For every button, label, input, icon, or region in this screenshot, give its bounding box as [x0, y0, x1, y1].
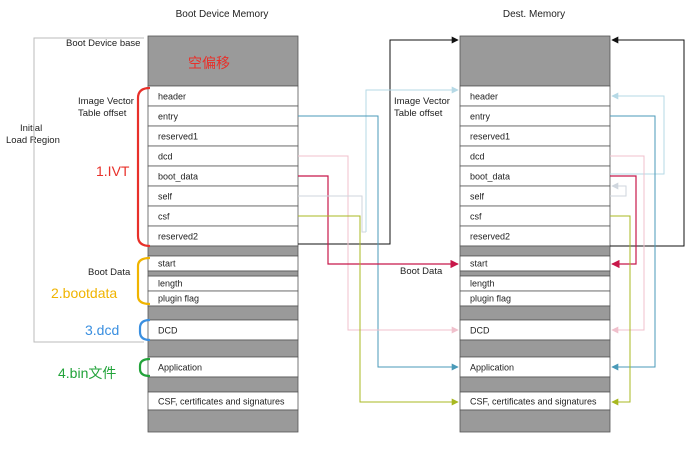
ivt-offset-label-line2: Table offset	[78, 108, 127, 119]
right-text-dcd: dcd	[470, 152, 485, 162]
right-text-header: header	[470, 92, 498, 102]
dcd-annotation: 3.dcd	[85, 322, 119, 338]
arrow-boot-data-left	[298, 175, 459, 269]
right-text-reserved2: reserved2	[470, 232, 510, 242]
arrow-base-left	[298, 36, 459, 245]
right-gap-2	[459, 270, 611, 277]
right-empty-offset-block	[459, 35, 611, 87]
initial-load-region-bracket	[33, 37, 144, 343]
arrow-dcd-right	[610, 155, 645, 334]
arrow-self-left	[298, 195, 366, 233]
right-text-csf: csf	[470, 212, 482, 222]
right-text-length: length	[470, 279, 495, 289]
left-gap-3	[147, 305, 299, 321]
arrow-header-right	[610, 92, 665, 175]
ivt-bracket	[136, 86, 151, 248]
left-text-csf: csf	[158, 212, 170, 222]
right-text-plugin-flag: plugin flag	[470, 294, 511, 304]
left-text-application: Application	[158, 363, 202, 373]
bootdata-annotation: 2.bootdata	[51, 285, 117, 301]
right-gap-4	[459, 339, 611, 358]
right-gap-3	[459, 305, 611, 321]
left-memory-column: header entry reserved1 dcd boot_data sel…	[147, 35, 299, 433]
left-text-header: header	[158, 92, 186, 102]
boot-data-label-right: Boot Data	[400, 266, 443, 277]
left-gap-6	[147, 409, 299, 433]
left-text-length: length	[158, 279, 183, 289]
arrow-header-left	[365, 86, 459, 232]
bootdata-bracket	[136, 256, 151, 306]
left-text-reserved2: reserved2	[158, 232, 198, 242]
arrow-csf-left	[298, 215, 459, 406]
ivt-offset-right-line2: Table offset	[394, 108, 443, 119]
bin-annotation: 4.bin文件	[58, 365, 116, 381]
arrow-csf-right	[610, 215, 631, 406]
left-empty-offset-block	[147, 35, 299, 87]
left-gap-2	[147, 270, 299, 277]
left-text-reserved1: reserved1	[158, 132, 198, 142]
arrow-boot-data-right	[610, 175, 637, 269]
right-text-application: Application	[470, 363, 514, 373]
boot-data-label-left: Boot Data	[88, 267, 131, 278]
ivt-annotation: 1.IVT	[96, 163, 130, 179]
left-text-boot-data: boot_data	[158, 172, 198, 182]
arrow-entry-left	[298, 115, 459, 371]
left-text-plugin-flag: plugin flag	[158, 294, 199, 304]
left-text-dcd: dcd	[158, 152, 173, 162]
right-gap-1	[459, 245, 611, 257]
right-cell-csf	[459, 205, 611, 227]
right-gap-5	[459, 376, 611, 393]
arrow-entry-right	[610, 115, 656, 371]
left-text-csf-block: CSF, certificates and signatures	[158, 397, 285, 407]
left-gap-1	[147, 245, 299, 257]
arrow-base-right	[610, 36, 685, 247]
right-text-csf-block: CSF, certificates and signatures	[470, 397, 597, 407]
right-text-start: start	[470, 259, 488, 269]
arrow-dcd-left	[298, 155, 459, 334]
bin-bracket	[138, 357, 151, 378]
left-cell-csf	[147, 205, 299, 227]
initial-load-region-line1: Initial	[20, 123, 42, 134]
initial-load-region-line2: Load Region	[6, 135, 60, 146]
right-text-entry: entry	[470, 112, 491, 122]
right-text-dcd-block: DCD	[470, 326, 490, 336]
left-text-self: self	[158, 192, 173, 202]
left-text-start: start	[158, 259, 176, 269]
dcd-bracket	[138, 318, 151, 342]
ivt-offset-label-line1: Image Vector	[78, 96, 134, 107]
arrow-self-right	[610, 182, 627, 197]
right-memory-column: header entry reserved1 dcd boot_data sel…	[459, 35, 611, 433]
right-gap-6	[459, 409, 611, 433]
right-text-self: self	[470, 192, 485, 202]
left-text-entry: entry	[158, 112, 179, 122]
left-text-dcd-block: DCD	[158, 326, 178, 336]
right-memory-title: Dest. Memory	[503, 9, 565, 20]
ivt-offset-right-line1: Image Vector	[394, 96, 450, 107]
left-gap-4	[147, 339, 299, 358]
empty-offset-annotation: 空偏移	[188, 55, 230, 71]
boot-device-base-label: Boot Device base	[66, 38, 140, 49]
right-text-reserved1: reserved1	[470, 132, 510, 142]
left-memory-title: Boot Device Memory	[176, 9, 269, 20]
right-text-boot-data: boot_data	[470, 172, 510, 182]
left-gap-5	[147, 376, 299, 393]
